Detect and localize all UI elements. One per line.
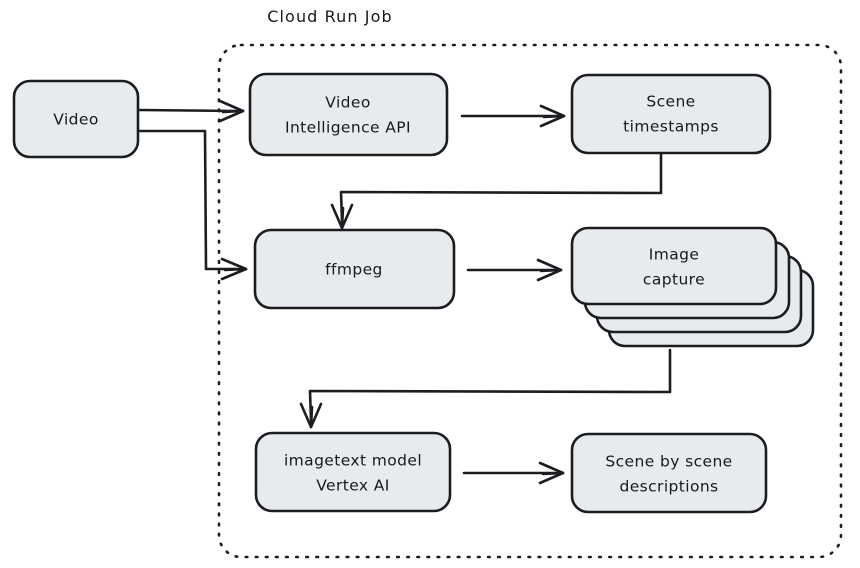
node-scene-by-scene-descriptions-shape[interactable]	[570, 432, 768, 514]
node-ffmpeg-shape[interactable]	[253, 228, 456, 310]
node-ffmpeg-label: ffmpeg	[325, 261, 383, 279]
node-imagetext-model-vertex-ai-shape[interactable]	[254, 431, 452, 513]
node-video-intelligence-api-label-line2: Intelligence API	[285, 119, 411, 137]
node-video[interactable]: Video	[12, 79, 140, 159]
node-image-capture[interactable]: Image capture	[570, 226, 815, 348]
node-descriptions-label-line1: Scene by scene	[605, 453, 732, 471]
node-video-intelligence-api[interactable]: Video Intelligence API	[248, 72, 449, 157]
node-image-capture-label-line2: capture	[643, 271, 705, 289]
node-scene-timestamps-shape[interactable]	[570, 73, 772, 155]
node-imagetext-model-label-line2: Vertex AI	[316, 477, 390, 495]
node-scene-by-scene-descriptions[interactable]: Scene by scene descriptions	[570, 432, 768, 514]
edge-video-to-ffmpeg	[138, 129, 248, 281]
edge-video-to-vi-api	[138, 99, 245, 123]
node-imagetext-model-label-line1: imagetext model	[284, 452, 422, 470]
edge-image-capture-to-imagetext	[299, 348, 672, 429]
node-scene-timestamps[interactable]: Scene timestamps	[570, 73, 772, 155]
node-video-shape[interactable]	[12, 79, 140, 159]
node-video-intelligence-api-label-line1: Video	[325, 94, 370, 112]
node-scene-timestamps-label-line1: Scene	[646, 93, 695, 111]
cloud-run-job-group-frame	[217, 43, 843, 559]
node-image-capture-label-line1: Image	[649, 246, 700, 264]
node-image-capture-shape[interactable]	[570, 226, 778, 306]
cloud-run-job-title: Cloud Run Job	[267, 7, 393, 26]
node-ffmpeg[interactable]: ffmpeg	[253, 228, 456, 310]
node-descriptions-label-line2: descriptions	[619, 478, 718, 496]
edge-vi-api-to-scene-ts	[460, 104, 566, 128]
edge-ffmpeg-to-image-capture	[466, 258, 563, 282]
node-video-label: Video	[53, 111, 98, 129]
node-scene-timestamps-label-line2: timestamps	[623, 118, 719, 136]
node-imagetext-model-vertex-ai[interactable]: imagetext model Vertex AI	[254, 431, 452, 513]
edge-scene-ts-to-ffmpeg	[330, 151, 663, 230]
node-video-intelligence-api-shape[interactable]	[248, 72, 449, 157]
edge-imagetext-to-descriptions	[462, 461, 565, 485]
